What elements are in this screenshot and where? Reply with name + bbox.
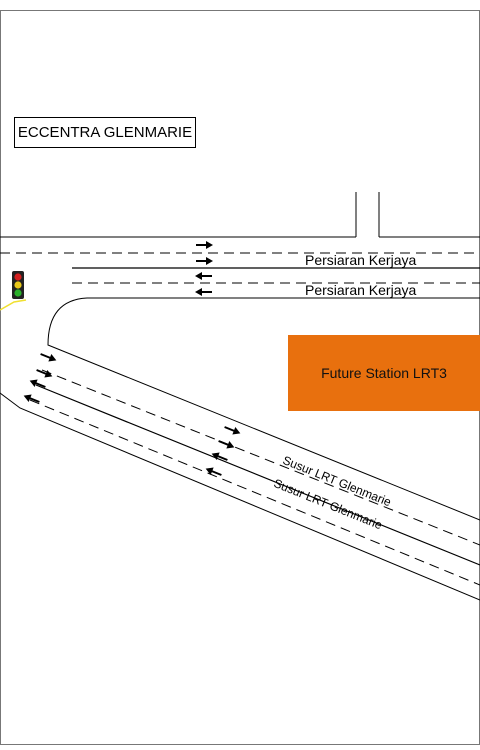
arrow-southeast-icon xyxy=(224,426,241,435)
traffic-light-amber xyxy=(14,281,22,289)
arrow-northwest-icon xyxy=(29,379,46,388)
ramp-outer-edge xyxy=(0,392,480,601)
traffic-light-red xyxy=(14,273,22,281)
arrow-southeast-icon xyxy=(36,369,53,378)
arrow-east-icon xyxy=(196,257,213,265)
ramp-arrows xyxy=(23,353,241,476)
highlight-line xyxy=(0,299,27,311)
traffic-light-green xyxy=(14,289,22,297)
road-name-main-lower: Persiaran Kerjaya xyxy=(305,282,417,298)
traffic-light xyxy=(12,271,24,299)
ramp-lane-divider-2 xyxy=(29,399,480,586)
building-label-text: ECCENTRA GLENMARIE xyxy=(17,124,193,141)
station-label-text: Future Station LRT3 xyxy=(321,365,447,381)
arrow-southeast-icon xyxy=(218,440,235,449)
arrow-west-icon xyxy=(195,272,212,280)
arrow-west-icon xyxy=(195,288,212,296)
ramp-median xyxy=(35,384,480,566)
arrow-northwest-icon xyxy=(205,467,222,476)
building-label: ECCENTRA GLENMARIE xyxy=(14,117,196,148)
ramp-lane-divider-1 xyxy=(41,369,480,546)
road-name-main-upper: Persiaran Kerjaya xyxy=(305,252,417,268)
arrow-northwest-icon xyxy=(23,394,40,403)
ramp-inner-edge xyxy=(47,297,480,521)
arrow-northwest-icon xyxy=(211,452,228,461)
main-road-arrows xyxy=(195,241,213,296)
station-label: Future Station LRT3 xyxy=(288,335,480,411)
station-area xyxy=(288,335,480,411)
arrow-southeast-icon xyxy=(40,353,57,362)
arrow-east-icon xyxy=(196,241,213,249)
